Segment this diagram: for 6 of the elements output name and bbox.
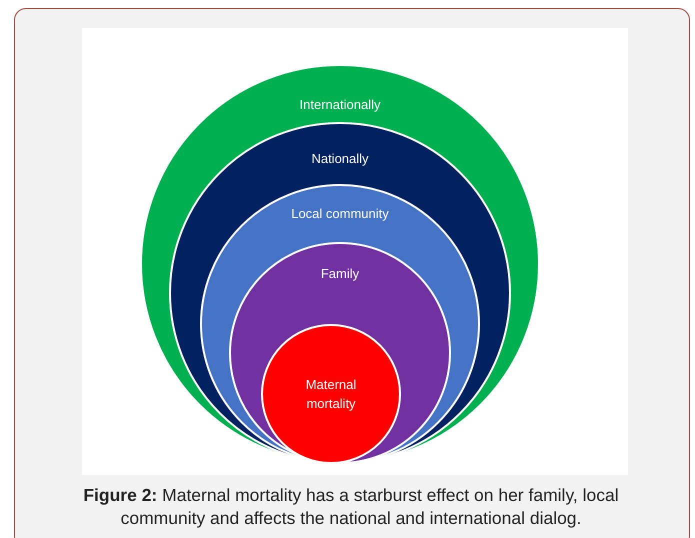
circle-label: Local community	[290, 205, 390, 223]
circle-label: Maternal mortality	[304, 376, 358, 413]
figure-caption: Figure 2: Maternal mortality has a starburst effect on her family, local community and affects the national and international dialog.	[82, 484, 620, 530]
circle-label: Nationally	[310, 150, 370, 168]
circle-label: Family	[320, 265, 360, 283]
circle-label: Internationally	[298, 96, 382, 114]
